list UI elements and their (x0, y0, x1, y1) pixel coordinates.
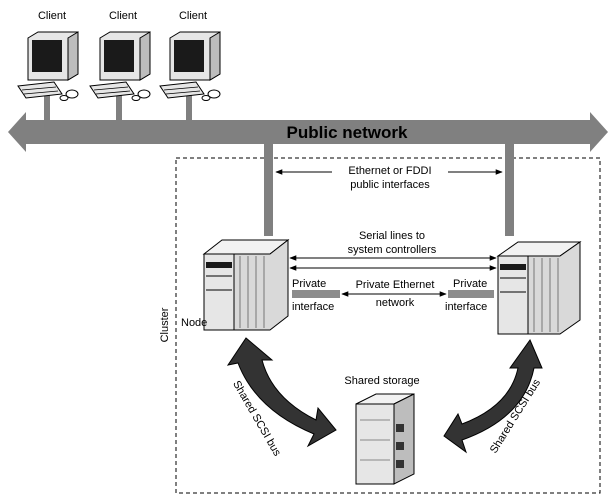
private-ethernet-label-line2: network (376, 297, 415, 309)
cluster-label: Cluster (159, 307, 171, 342)
server-tower-icon (202, 238, 290, 331)
public-interfaces-label-line1: Ethernet or FDDI (348, 165, 431, 177)
shared-storage: Shared storage (344, 375, 420, 485)
cluster-boundary (175, 157, 601, 494)
client-drop-1 (44, 95, 50, 120)
private-interface-left-label-line2: interface (292, 301, 334, 313)
client-1: Client (17, 10, 79, 101)
client-label: Client (38, 10, 66, 22)
public-interfaces-label-line2: public interfaces (350, 179, 430, 191)
private-interface-left-label-line1: Private (292, 278, 326, 290)
shared-scsi-bus-arrow-right (443, 338, 543, 454)
private-interface-left-bar (292, 290, 340, 298)
public-interface-drop-right (505, 144, 514, 236)
private-interface-right-label-line1: Private (453, 278, 487, 290)
client-label: Client (109, 10, 137, 22)
client-drop-3 (186, 95, 192, 120)
private-ethernet-label-line1: Private Ethernet (356, 279, 435, 291)
server-tower-icon (496, 241, 582, 335)
desktop-computer-icon (89, 31, 151, 101)
desktop-computer-icon (17, 31, 79, 101)
serial-lines-label-line2: system controllers (348, 244, 437, 256)
disk-storage-icon (355, 393, 415, 485)
node-label: Node (181, 317, 207, 329)
node-left: Node (181, 238, 290, 331)
node-right (496, 241, 582, 335)
shared-scsi-bus-arrow-left (226, 337, 337, 448)
client-3: Client (159, 10, 221, 101)
public-network-bar (8, 112, 608, 152)
private-interface-right-bar (448, 290, 494, 298)
client-2: Client (89, 10, 151, 101)
public-interface-drop-left (264, 144, 273, 236)
desktop-computer-icon (159, 31, 221, 101)
public-network-label: Public network (287, 123, 408, 142)
serial-lines-label-line1: Serial lines to (359, 230, 425, 242)
private-interface-right-label-line2: interface (445, 301, 487, 313)
client-label: Client (179, 10, 207, 22)
shared-storage-label: Shared storage (344, 375, 419, 387)
client-drop-2 (116, 95, 122, 120)
